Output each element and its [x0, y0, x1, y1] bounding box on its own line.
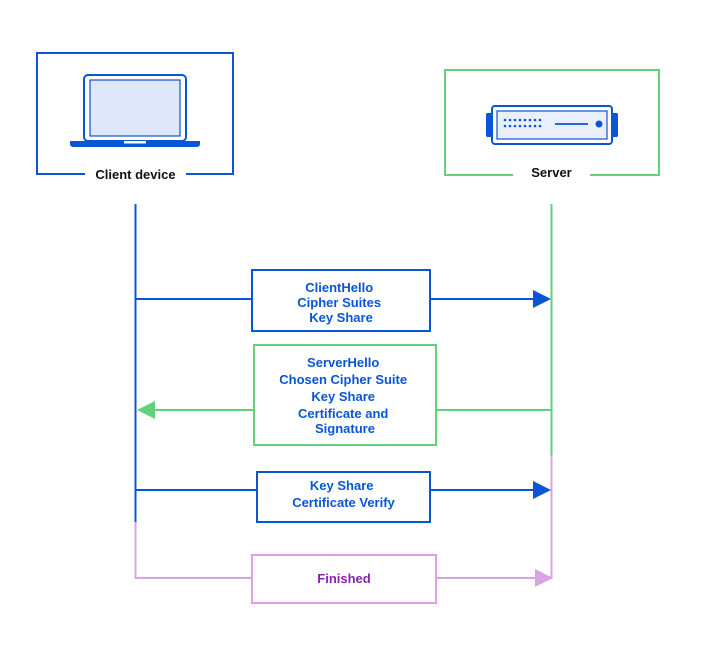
- server-rack-icon: [486, 105, 618, 145]
- key-share-text: Key Share Certificate Verify: [292, 478, 395, 510]
- key-share-message: Key Share Certificate Verify: [136, 471, 551, 523]
- finished-message: Finished: [135, 554, 553, 604]
- client-hello-arrowhead: [533, 290, 551, 308]
- finished-text: Finished: [317, 571, 371, 586]
- key-share-arrowhead: [533, 481, 551, 499]
- laptop-icon: [70, 74, 200, 147]
- server-hello-arrowhead: [137, 401, 155, 419]
- client-hello-message: ClientHello Cipher Suites Key Share: [136, 269, 551, 332]
- key-share-box: [256, 471, 431, 523]
- server-hello-message: ServerHello Chosen Cipher Suite Key Shar…: [137, 344, 551, 446]
- client-hello-box: [251, 269, 431, 332]
- server-node: Server: [444, 69, 660, 180]
- server-label: Server: [531, 165, 571, 180]
- client-device-node: Client device: [36, 52, 234, 182]
- finished-arrowhead: [535, 569, 553, 587]
- server-hello-box: [253, 344, 437, 446]
- client-frame: [36, 52, 234, 175]
- finished-box: [251, 554, 437, 604]
- server-hello-text: ServerHello Chosen Cipher Suite Key Shar…: [279, 355, 410, 436]
- client-device-label: Client device: [95, 167, 175, 182]
- client-hello-text: ClientHello Cipher Suites Key Share: [297, 280, 384, 325]
- server-frame: [444, 69, 660, 176]
